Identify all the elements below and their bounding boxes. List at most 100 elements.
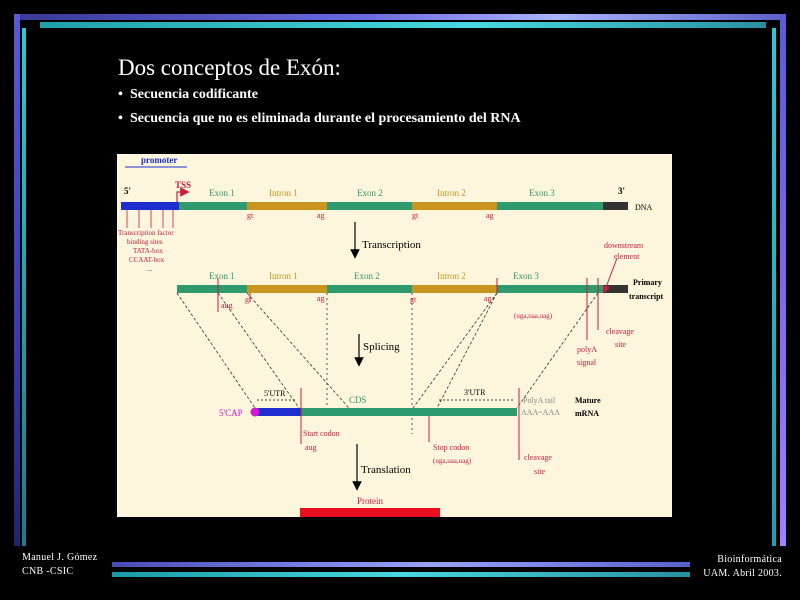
primary-line: Primary [633, 278, 662, 287]
cleavage-site-label-lower: cleavage site [524, 453, 554, 476]
tss-label: TSS [175, 180, 191, 190]
splice-mapping-line [217, 292, 300, 409]
footer-course: Bioinformática [717, 554, 782, 565]
exon-1-label: Exon 1 [209, 188, 235, 198]
tf-line: CCAAT-box [129, 256, 165, 264]
footer-course-block: Bioinformática UAM. Abril 2003. [703, 553, 782, 581]
dna-label: DNA [635, 203, 653, 212]
splice-mapping-line [412, 292, 498, 409]
decorative-bar-right-inner [772, 28, 776, 546]
exon-2-label: Exon 2 [357, 188, 383, 198]
exon-2-label: Exon 2 [354, 271, 380, 281]
primary-exon-1 [177, 285, 247, 293]
five-prime-label: 5' [124, 186, 131, 196]
bullet-dot-icon: • [118, 111, 123, 126]
ag-label: ag [317, 294, 325, 303]
primary-intron-2 [412, 285, 497, 293]
footer-author: Manuel J. Gómez [22, 552, 98, 563]
decorative-bar-left [14, 14, 20, 546]
three-prime-label: 3' [618, 186, 625, 196]
dna-exon-3 [497, 202, 603, 210]
tf-line: TATA-box [133, 247, 163, 255]
downstream-pointer [602, 257, 618, 294]
stop-line: (uga,uaa,uag) [433, 457, 472, 465]
decorative-bar-top [20, 14, 786, 20]
footer-institution: CNB -CSIC [22, 566, 74, 577]
start-codon-label: Start codon aug [303, 429, 342, 452]
tf-line: Transcription factor [118, 229, 174, 237]
dna-exon-1 [179, 202, 247, 210]
primary-tail-segment [603, 285, 628, 293]
tss-arrow [176, 187, 190, 206]
mrna-cds-segment [301, 408, 517, 416]
cap-label: 5'CAP [219, 408, 243, 418]
polya-line: signal [577, 358, 597, 367]
gene-structure-figure: promoter 5' TSS 3' DNA Exon 1 Intron 1 E… [117, 154, 672, 517]
bullet-item: • Secuencia codificante [118, 87, 258, 103]
exon-1-label: Exon 1 [209, 271, 235, 281]
dna-intron-1 [247, 202, 327, 210]
splice-mapping-line [436, 292, 498, 409]
splice-mapping-line [176, 292, 256, 409]
exon-3-label: Exon 3 [529, 188, 555, 198]
splicing-label: Splicing [363, 341, 400, 353]
tf-line: ... [147, 265, 153, 273]
primary-transcript-label: Primary transcript [629, 278, 664, 301]
intron-1-label: Intron 1 [269, 188, 298, 198]
mature-line: mRNA [575, 409, 599, 418]
slide-title: Dos conceptos de Exón: [118, 55, 341, 80]
splice-mapping-line [246, 292, 350, 409]
polya-tail-line: PolyA tail [523, 396, 556, 405]
footer-date: UAM. Abril 2003. [703, 568, 782, 579]
dna-downstream-segment [603, 202, 628, 210]
tf-line: binding sites [127, 238, 163, 246]
utr3-label: 3'UTR [464, 388, 486, 397]
bullet-item: • Secuencia que no es eliminada durante e… [118, 111, 521, 127]
cds-label: CDS [349, 395, 367, 405]
ag-label: ag [484, 294, 492, 303]
polya-line: polyA [577, 345, 597, 354]
primary-intron-1 [247, 285, 327, 293]
intron-2-label: Intron 2 [437, 188, 466, 198]
primary-exon-2 [327, 285, 412, 293]
stop-triplets-label: (uga,uaa,uag) [514, 312, 553, 320]
gene-structure-diagram: promoter 5' TSS 3' DNA Exon 1 Intron 1 E… [118, 155, 664, 517]
decorative-bar-top-inner [40, 22, 766, 28]
translation-label: Translation [361, 464, 411, 476]
bullet-dot-icon: • [118, 87, 123, 102]
gt-label: gt [410, 295, 417, 304]
bullet-text: Secuencia que no es eliminada durante el… [130, 111, 521, 126]
polya-tail-line: AAA~AAA [521, 408, 560, 417]
start-line: aug [305, 443, 317, 452]
cap-icon [250, 407, 260, 417]
bullet-text: Secuencia codificante [130, 87, 258, 102]
gt-label: gt [247, 211, 254, 220]
mature-line: Mature [575, 396, 601, 405]
downstream-line: element [614, 252, 640, 261]
tf-binding-sites-label: Transcription factor binding sites TATA-… [118, 229, 175, 273]
stop-codon-label: Stop codon (uga,uaa,uag) [433, 443, 472, 465]
ag-label: ag [486, 211, 494, 220]
cleavage-site-label-upper: cleavage site [606, 327, 636, 349]
mrna-utr5-segment [257, 408, 301, 416]
start-line: Start codon [303, 429, 340, 438]
cleavage-line: cleavage [606, 327, 634, 336]
primary-exon-3 [497, 285, 603, 293]
promoter-label: promoter [141, 155, 177, 165]
dna-exon-2 [327, 202, 412, 210]
mature-mrna-label: Mature mRNA [575, 396, 603, 418]
protein-bar [300, 508, 440, 517]
intron-1-label: Intron 1 [269, 271, 298, 281]
polya-tail-label: PolyA tail AAA~AAA [521, 396, 560, 417]
gt-label: gt [245, 295, 252, 304]
protein-label: Protein [357, 496, 383, 506]
cleavage-line: site [615, 340, 627, 349]
decorative-bar-right [780, 14, 786, 546]
primary-line: transcript [629, 292, 664, 301]
decorative-bar-bottom-inner [112, 572, 690, 577]
utr5-label: 5'UTR [264, 389, 286, 398]
downstream-element-label: downstream element [604, 241, 645, 261]
polya-signal-label: polyA signal [577, 345, 599, 367]
splice-mapping-line [516, 292, 599, 409]
ag-label: ag [317, 211, 325, 220]
